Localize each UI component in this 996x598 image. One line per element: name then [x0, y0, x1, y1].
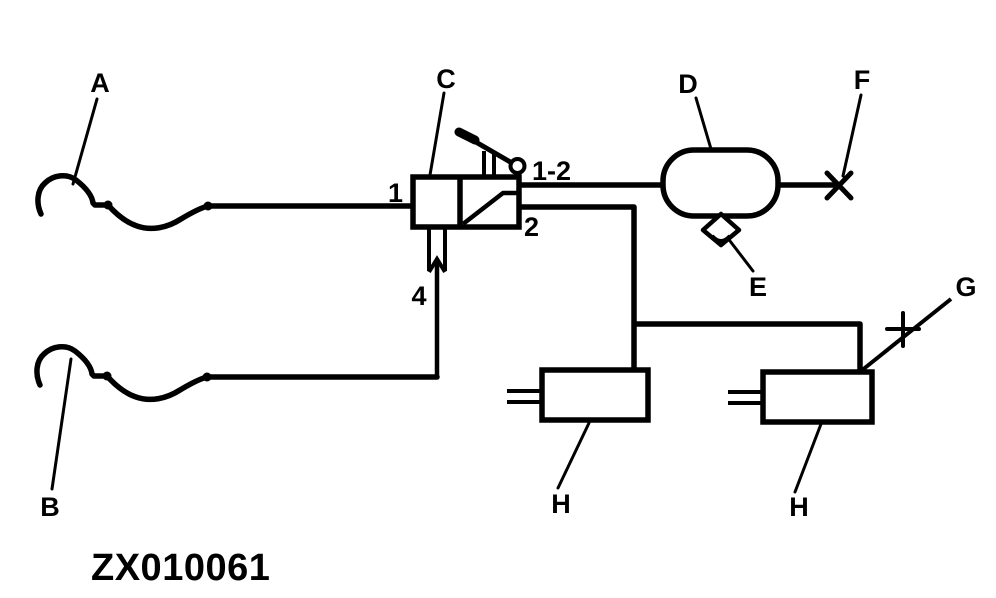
port-label-1-2: 1-2: [532, 156, 571, 186]
valve-lever-posts: [482, 151, 496, 177]
actuator-left-symbol: [507, 367, 651, 423]
control-valve-symbol: [410, 127, 527, 274]
x-mark-g: [885, 311, 921, 348]
figure-code: ZX010061: [91, 547, 270, 589]
piping: [434, 182, 953, 377]
valve-port4-check-arrow: [427, 255, 447, 274]
port-labels: 1 1-2 2 4: [388, 156, 571, 311]
leader-b: [50, 357, 73, 491]
callout-labels: A B C D E F G H H: [40, 64, 976, 522]
x-mark-f: [824, 170, 854, 201]
callout-g: G: [955, 272, 976, 302]
callout-d: D: [678, 69, 698, 99]
leader-f: [841, 93, 863, 178]
valve-lever-roller: [508, 157, 527, 175]
callout-e: E: [749, 272, 767, 302]
hose-a-curve: [35, 173, 416, 232]
leader-d: [694, 96, 713, 151]
line-end-mark-f: [824, 170, 854, 201]
valve-port4-stub: [427, 227, 447, 271]
valve-body: [410, 174, 522, 230]
hose-symbol-a: [35, 173, 416, 232]
valve-lever-arm: [459, 131, 515, 166]
callout-h-right: H: [789, 492, 809, 522]
leader-c: [428, 91, 446, 177]
valve-passage: [461, 190, 518, 226]
hose-b-curve: [34, 344, 440, 403]
leader-h-right: [793, 422, 823, 494]
callout-f: F: [854, 65, 871, 95]
hose-b-joint-dot: [202, 372, 212, 382]
reservoir-symbol: [660, 147, 781, 219]
drain-valve-symbol: [700, 211, 742, 248]
pipe-branch-to-right-actuator: [634, 321, 863, 373]
pipe-port2-down: [519, 204, 637, 371]
callout-b: B: [40, 492, 60, 522]
actuator-right-pins: [728, 390, 763, 405]
actuator-left-pins: [507, 389, 542, 404]
port-label-1: 1: [388, 178, 403, 208]
port-label-4: 4: [411, 281, 426, 311]
hose-b-joint-dot: [102, 371, 112, 381]
port-label-2: 2: [524, 212, 539, 242]
leader-lines: [50, 91, 863, 494]
actuator-left-body: [539, 367, 651, 423]
drain-valve-cup: [710, 234, 732, 243]
hose-symbol-b: [34, 344, 440, 403]
leader-e: [728, 239, 755, 273]
actuator-right-body: [760, 369, 875, 425]
callout-a: A: [90, 68, 110, 98]
actuator-right-symbol: [728, 369, 875, 425]
pipe-diagonal-to-g: [859, 297, 953, 373]
hose-a-joint-dot: [103, 200, 113, 210]
hose-a-joint-dot: [203, 201, 213, 211]
leader-h-left: [556, 421, 591, 490]
leader-a: [71, 97, 99, 186]
line-end-mark-g: [885, 311, 921, 348]
callout-c: C: [436, 64, 456, 94]
callout-h-left: H: [551, 489, 571, 519]
